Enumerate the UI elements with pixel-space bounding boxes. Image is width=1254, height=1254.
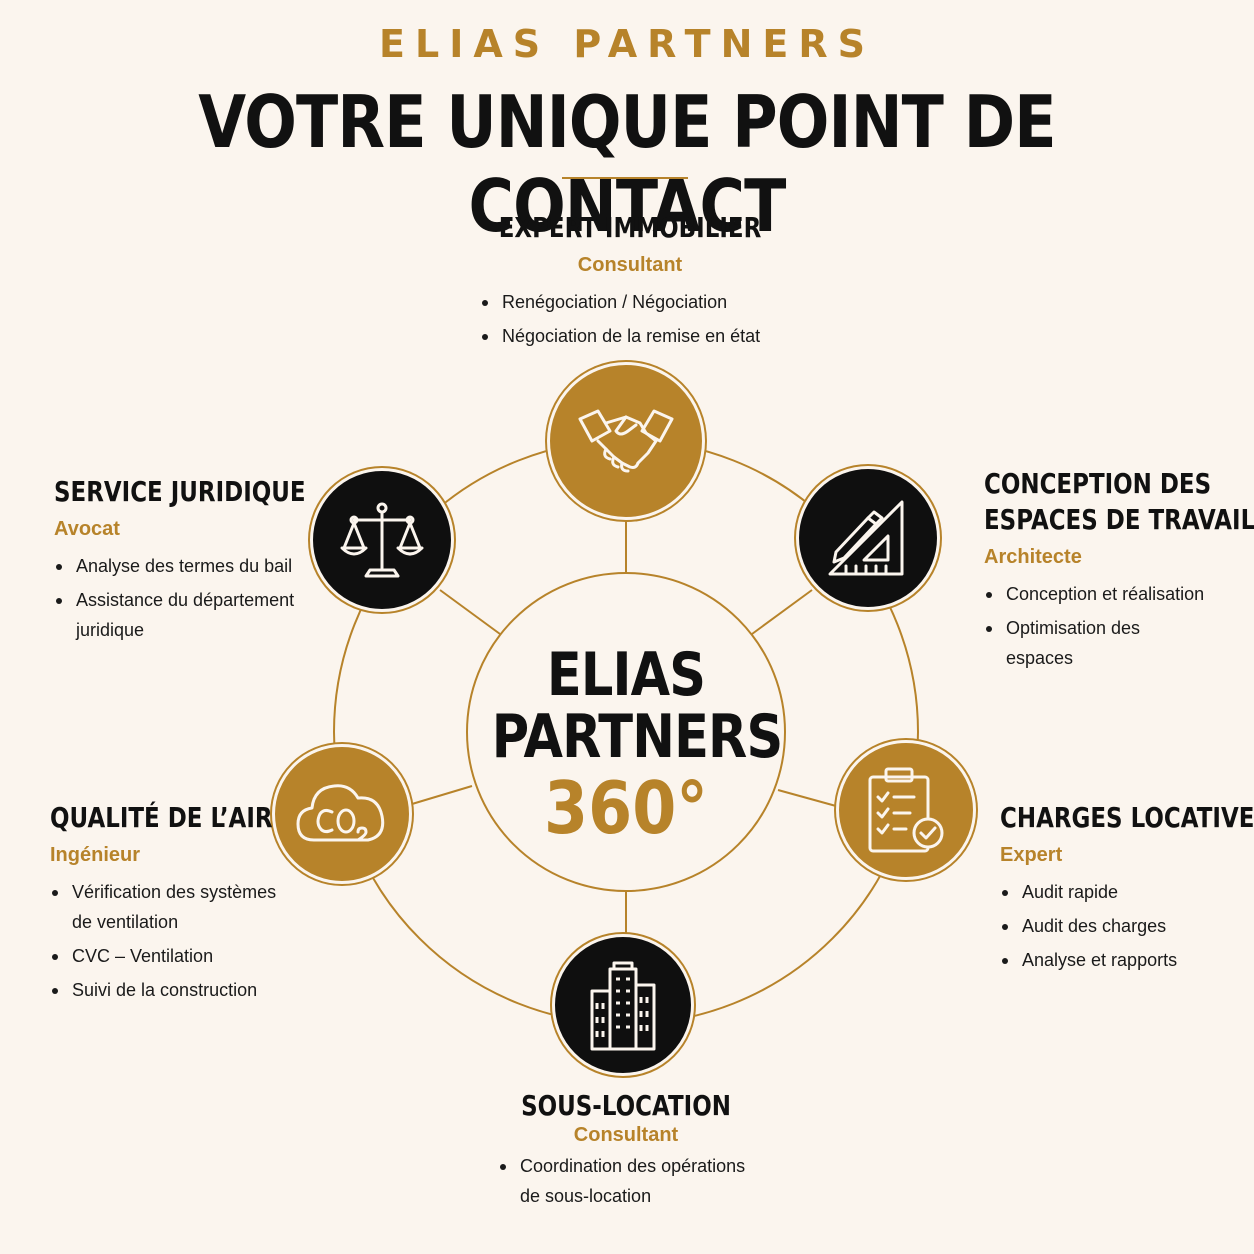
service-souslocation: SOUS-LOCATION Consultant Coordination de… [476,1088,776,1215]
list-item: Vérification des systèmes de ventilation [50,877,300,937]
spoke-lower-right [777,789,837,807]
service-title-line1: CONCEPTION DES [984,467,1212,500]
list-item: Assistance du département juridique [54,585,314,645]
center-line-2: PARTNERS [491,702,784,772]
list-item: Renégociation / Négociation [480,287,830,317]
service-charges: CHARGES LOCATIVES Expert Audit rapide Au… [1000,800,1254,979]
center-hub: ELIAS PARTNERS 360° [466,572,786,892]
page-title: VOTRE UNIQUE POINT DE CONTACT [198,80,1056,248]
brand-name: ELIAS PARTNERS [379,22,875,66]
list-item: Négociation de la remise en état [480,321,830,351]
center-360: 360° [544,766,708,850]
service-role: Architecte [984,546,1082,568]
list-item: Analyse des termes du bail [54,551,314,581]
list-item: Conception et réalisation [984,579,1224,609]
center-line-1: ELIAS [546,640,706,710]
list-item: Coordination des opérations de sous-loca… [498,1151,760,1211]
node-immobilier [547,362,705,520]
title-divider [562,177,688,179]
service-role: Expert [1000,844,1063,866]
clipboard-check-icon [868,767,944,853]
service-immobilier: EXPERT IMMOBILIER Consultant Renégociati… [430,210,830,355]
list-item: Audit des charges [1000,911,1240,941]
service-air: QUALITÉ DE L’AIR Ingénieur Vérification … [50,800,300,1009]
service-title-line2: ESPACES DE TRAVAIL [984,503,1254,536]
service-role: Avocat [54,518,120,540]
service-title: CHARGES LOCATIVES [1000,801,1254,834]
node-conception [796,466,940,610]
list-item: Optimisation des espaces [984,613,1146,673]
node-charges [836,740,976,880]
service-title: EXPERT IMMOBILIER [498,211,762,244]
service-role: Ingénieur [50,844,141,866]
service-role: Consultant [573,1124,679,1146]
list-item: Analyse et rapports [1000,945,1240,975]
service-role: Consultant [577,254,683,276]
node-juridique [310,468,454,612]
service-title: SOUS-LOCATION [521,1089,731,1122]
spoke-upper-left [439,589,501,635]
buildings-icon [590,961,656,1051]
ruler-pencil-icon [828,500,904,576]
service-juridique: SERVICE JURIDIQUE Avocat Analyse des ter… [54,474,314,649]
handshake-icon [578,409,674,473]
spoke-lower-left [411,785,473,805]
node-souslocation [552,934,694,1076]
node-air [272,744,412,884]
co2-cloud-icon [296,784,385,842]
service-title: QUALITÉ DE L’AIR [50,801,273,834]
list-item: Audit rapide [1000,877,1240,907]
list-item: Suivi de la construction [50,975,300,1005]
service-title: SERVICE JURIDIQUE [54,475,306,508]
service-conception: CONCEPTION DES ESPACES DE TRAVAIL Archit… [984,466,1254,677]
spoke-upper-right [751,589,813,635]
list-item: CVC – Ventilation [50,941,300,971]
scales-icon [340,502,424,578]
